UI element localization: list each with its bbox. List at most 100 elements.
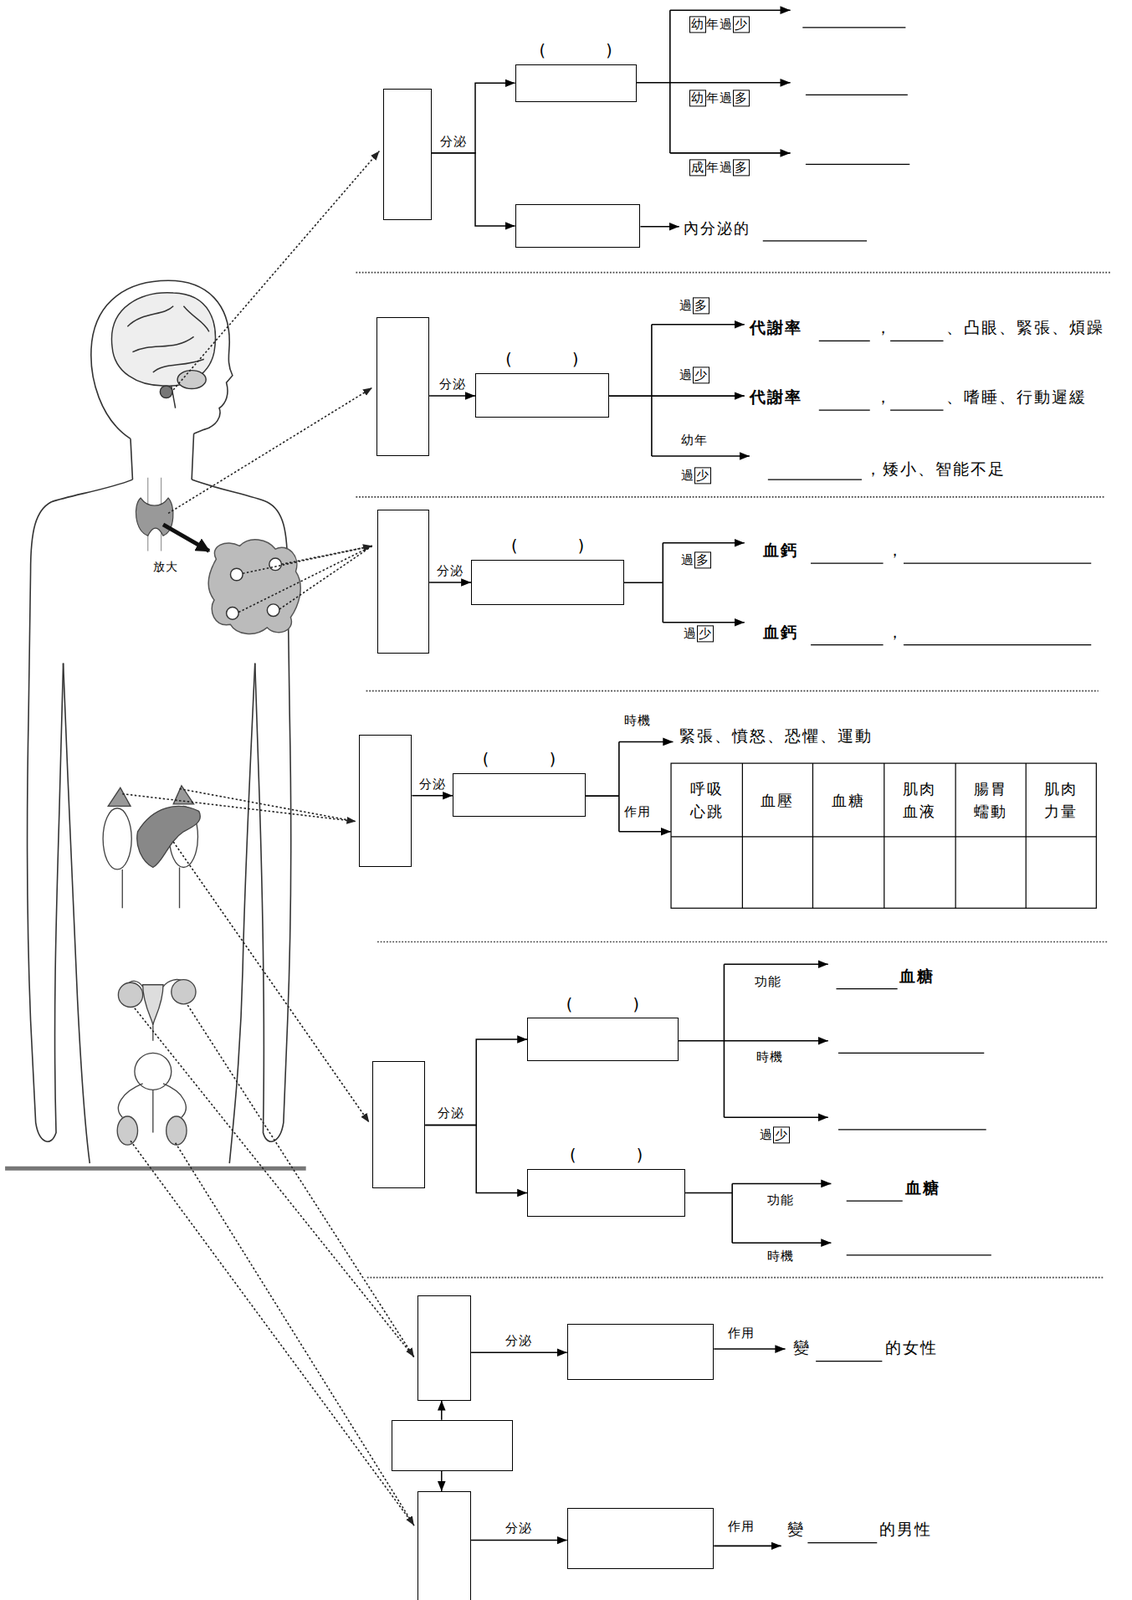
leader-line <box>168 387 373 513</box>
section-divider <box>355 271 1112 274</box>
worksheet-label: 代謝率 <box>749 319 803 339</box>
worksheet-label: 血糖 <box>899 967 935 986</box>
worksheet-label: 變 <box>787 1520 805 1539</box>
enlarged-thyroid <box>208 539 301 635</box>
table-cell: 血糖 <box>829 788 869 811</box>
secretion-arrow <box>471 1352 568 1354</box>
table-cell: 腸胃 蠕動 <box>970 777 1010 823</box>
answer-blank <box>838 1128 987 1130</box>
worksheet-label: 作用 <box>624 805 651 820</box>
branch-arrow <box>685 1192 733 1194</box>
branch-arrow <box>713 1545 781 1547</box>
table-cell: 肌肉 力量 <box>1040 777 1081 823</box>
gland-box <box>358 734 412 867</box>
enlarged-thyroid <box>266 604 280 617</box>
hormone-name-blank: ( ) <box>511 537 584 556</box>
answer-blank <box>819 340 871 342</box>
label-char: 少 <box>696 625 714 643</box>
gland-box <box>372 1060 426 1189</box>
branch-arrow <box>678 1039 829 1042</box>
label-char: 多 <box>692 297 710 314</box>
testis-organ <box>166 1116 187 1145</box>
label-char: 多 <box>694 552 712 569</box>
hormone-box: ( ) <box>471 559 625 605</box>
worksheet-label: ， <box>886 623 905 642</box>
thyroid <box>135 497 173 536</box>
branch-arrow <box>662 621 745 624</box>
label-char: 年 <box>706 159 720 175</box>
thyroid <box>135 477 173 552</box>
leader-line <box>179 788 357 822</box>
worksheet-label: ， <box>875 388 893 407</box>
worksheet-label: 血糖 <box>905 1178 941 1198</box>
worksheet-label: 時機 <box>624 713 651 728</box>
hormone-name-blank: ( ) <box>538 41 612 61</box>
branch-arrow <box>713 1347 785 1350</box>
leader-line <box>173 150 380 390</box>
gland-box <box>417 1295 472 1401</box>
branch-arrow <box>670 152 791 154</box>
effect-table <box>671 763 1097 908</box>
answer-blank <box>768 479 862 481</box>
table-cell: 血壓 <box>757 788 797 811</box>
answer-blank <box>890 409 943 411</box>
edge-label: 分泌 <box>436 563 464 579</box>
branch-arrow <box>723 1116 828 1118</box>
enlarged-thyroid <box>208 539 301 635</box>
branch-arrow <box>651 455 750 457</box>
secretion-arrow <box>431 82 516 154</box>
hormone-name-blank: ( ) <box>566 995 640 1015</box>
answer-blank <box>805 163 910 165</box>
control-box <box>391 1419 513 1471</box>
enlarged-thyroid <box>269 558 282 571</box>
worksheet-label: 、嗜睡、行動遲緩 <box>946 388 1087 407</box>
testis-organ <box>117 1116 138 1145</box>
ovary-uterus <box>143 984 164 1026</box>
leader-line <box>238 545 373 612</box>
label-char: 過 <box>681 553 695 569</box>
branch-arrow <box>651 323 745 326</box>
branch-arrow <box>585 794 620 797</box>
leader-line <box>242 545 373 574</box>
secretion-arrow <box>431 153 516 226</box>
leader-line <box>175 1142 415 1526</box>
edge-label: 分泌 <box>505 1333 533 1348</box>
brain <box>111 292 216 409</box>
enlarged-thyroid <box>226 607 240 620</box>
branch-arrow <box>609 394 745 397</box>
branch-arrow <box>731 1183 733 1243</box>
effect-table <box>812 763 814 908</box>
label-char: 多 <box>732 158 750 176</box>
answer-blank <box>836 988 898 989</box>
edge-label: 分泌 <box>419 777 446 792</box>
enlarge-arrow <box>163 524 210 552</box>
worksheet-label: ， <box>886 541 905 560</box>
worksheet-label: 幼年過少 <box>689 18 750 33</box>
branch-arrow <box>670 9 791 11</box>
secretion-arrow <box>440 1470 443 1491</box>
worksheet-label: 過少 <box>683 627 714 642</box>
hormone-box: ( ) <box>452 773 585 817</box>
label-char: 過 <box>683 626 697 642</box>
worksheet-label: 血鈣 <box>763 541 799 560</box>
answer-blank <box>903 562 1092 564</box>
secretion-arrow <box>411 794 453 797</box>
worksheet-label: 緊張、憤怒、恐懼、運動 <box>679 727 873 746</box>
worksheet-label: 成年過多 <box>689 160 750 175</box>
brain <box>127 306 210 373</box>
ovary-uterus <box>152 1024 154 1040</box>
label-char: 成 <box>689 158 707 176</box>
section-divider <box>366 690 1099 692</box>
body-outline <box>27 280 292 1163</box>
worksheet-label: 過多 <box>679 298 710 313</box>
secretion-arrow <box>425 1039 528 1125</box>
worksheet-label: 幼年過多 <box>689 92 750 107</box>
edge-label: 分泌 <box>439 377 467 392</box>
worksheet-label: ， <box>875 319 893 339</box>
hormone-name-blank: ( ) <box>505 350 579 369</box>
worksheet-label: 的女性 <box>885 1338 938 1358</box>
branch-arrow <box>618 741 620 831</box>
ovary-uterus <box>117 979 196 1041</box>
body-outline <box>63 663 91 1164</box>
